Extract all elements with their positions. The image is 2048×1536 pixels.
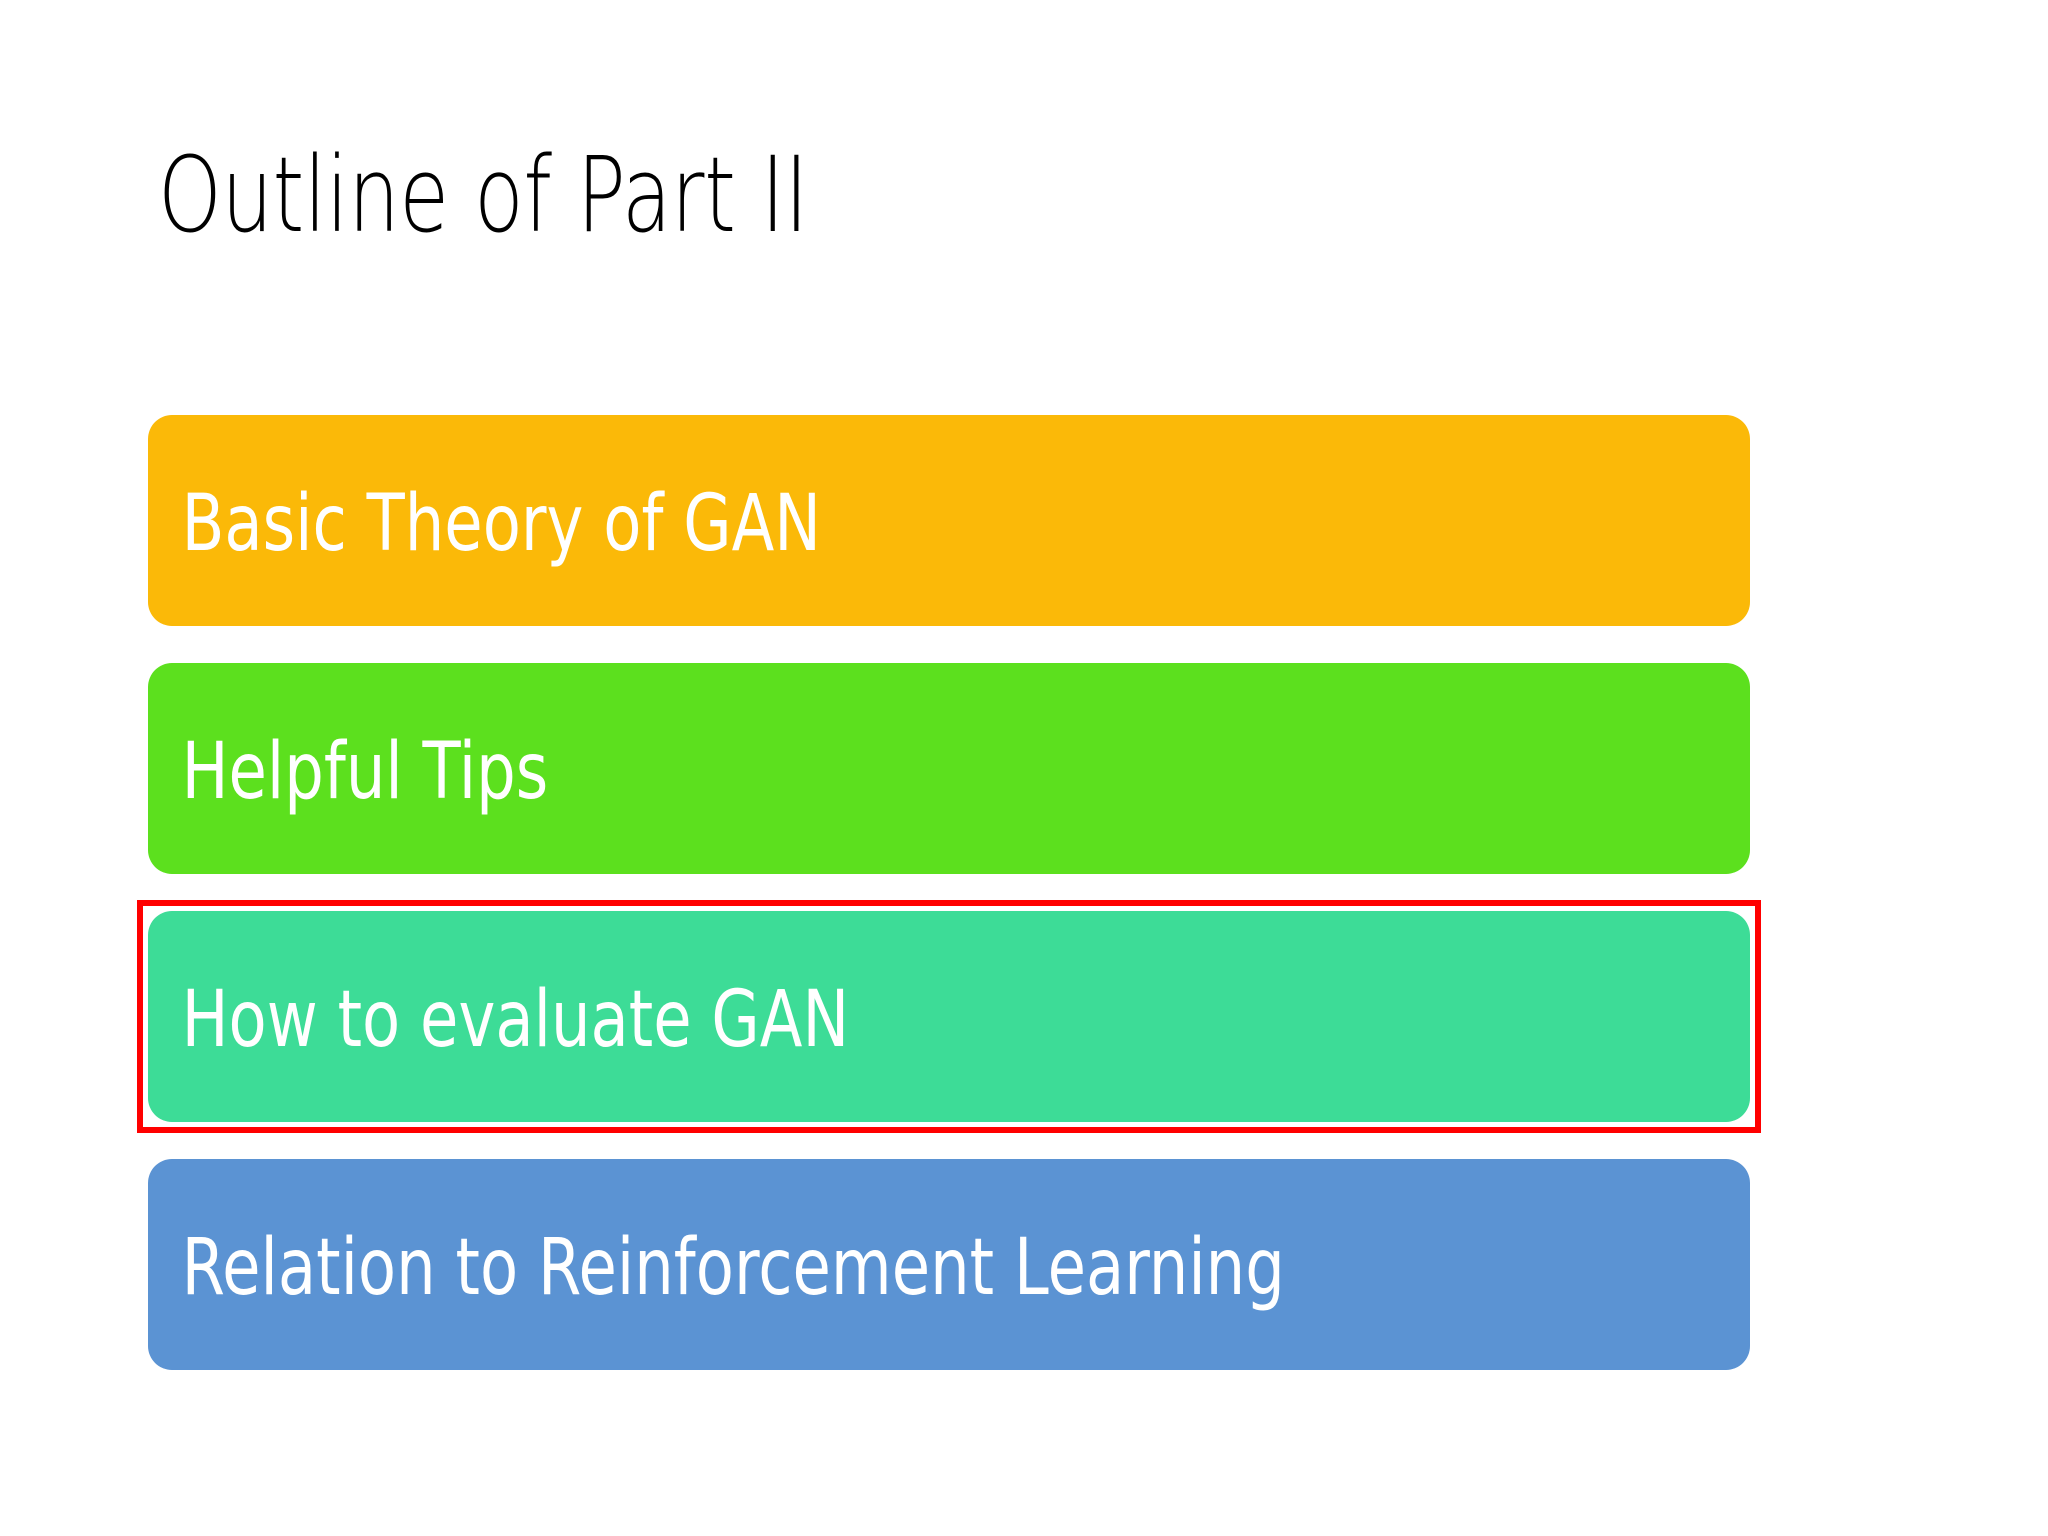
outline-item-how-to-evaluate-gan[interactable]: How to evaluate GAN — [137, 900, 1761, 1133]
outline-item-label: Basic Theory of GAN — [181, 478, 821, 569]
outline-item-relation-to-reinforcement-learning[interactable]: Relation to Reinforcement Learning — [148, 1159, 1750, 1370]
outline-item-label: How to evaluate GAN — [181, 974, 850, 1065]
outline-item-label: Relation to Reinforcement Learning — [181, 1222, 1285, 1313]
outline-item-label: Helpful Tips — [181, 726, 549, 817]
outline-list: Basic Theory of GAN Helpful Tips How to … — [137, 415, 1761, 1370]
outline-item-helpful-tips[interactable]: Helpful Tips — [148, 663, 1750, 874]
outline-item-basic-theory-of-gan[interactable]: Basic Theory of GAN — [148, 415, 1750, 626]
page-title: Outline of Part II — [158, 134, 808, 256]
